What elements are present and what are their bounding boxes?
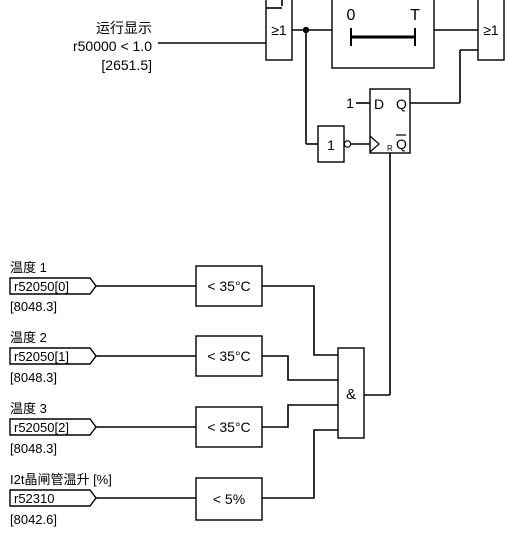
input-2-label: 温度 2 (10, 330, 47, 345)
comparator-1-label: < 35°C (207, 278, 250, 294)
timer-end-label: T (410, 7, 420, 24)
run-display-label: 运行显示 (96, 20, 152, 36)
comparator-2-label: < 35°C (207, 348, 250, 364)
or-gate-right-label: ≥1 (483, 22, 499, 38)
input-3-label: 温度 3 (10, 401, 47, 416)
wire-comparator-2-to-and (262, 355, 338, 381)
input-2-param: r52050[1] (14, 349, 69, 364)
input-4-connector (9, 489, 97, 507)
comparator-4-label: < 5% (213, 491, 245, 507)
timer-start-label: 0 (347, 7, 356, 24)
comparator-3-label: < 35°C (207, 419, 250, 435)
input-2-connector (9, 347, 97, 365)
run-display-ref: [2651.5] (101, 57, 152, 73)
wire-comparator-4-to-and (262, 429, 338, 499)
comparator-4 (195, 477, 263, 521)
input-4-ref: [8042.6] (10, 512, 57, 527)
ff-d-label: D (374, 96, 384, 112)
input-4-label: I2t晶闸管温升 [%] (10, 472, 112, 487)
input-1-ref: [8048.3] (10, 299, 57, 314)
comparator-2 (195, 335, 263, 377)
and-gate (337, 347, 365, 439)
ff-reset-label: R (387, 144, 393, 153)
input-4-param: r52310 (14, 491, 54, 506)
ff-q-label: Q (396, 96, 407, 112)
timer-block (331, 0, 435, 69)
or-gate-right (477, 0, 505, 61)
wire-comparator-1-to-and (262, 285, 338, 356)
ff-qbar-label: Q (396, 136, 407, 152)
ff-clock-triangle (369, 135, 380, 153)
input-1-param: r52050[0] (14, 279, 69, 294)
ff-d-input-value: 1 (346, 95, 354, 111)
input-3-param: r52050[2] (14, 420, 69, 435)
or-gate-left (265, 0, 293, 61)
input-3-connector (9, 418, 97, 436)
not-gate-label: 1 (327, 137, 335, 153)
input-1-label: 温度 1 (10, 260, 47, 275)
not-gate (317, 125, 345, 163)
input-2-ref: [8048.3] (10, 370, 57, 385)
and-gate-label: & (346, 386, 356, 403)
or-gate-left-label: ≥1 (271, 22, 287, 38)
not-gate-bubble (343, 140, 352, 148)
comparator-1 (195, 265, 263, 307)
input-1-connector (9, 277, 97, 295)
input-3-ref: [8048.3] (10, 441, 57, 456)
run-display-param: r50000 < 1.0 (73, 38, 152, 54)
wire-comparator-3-to-and (262, 404, 338, 428)
